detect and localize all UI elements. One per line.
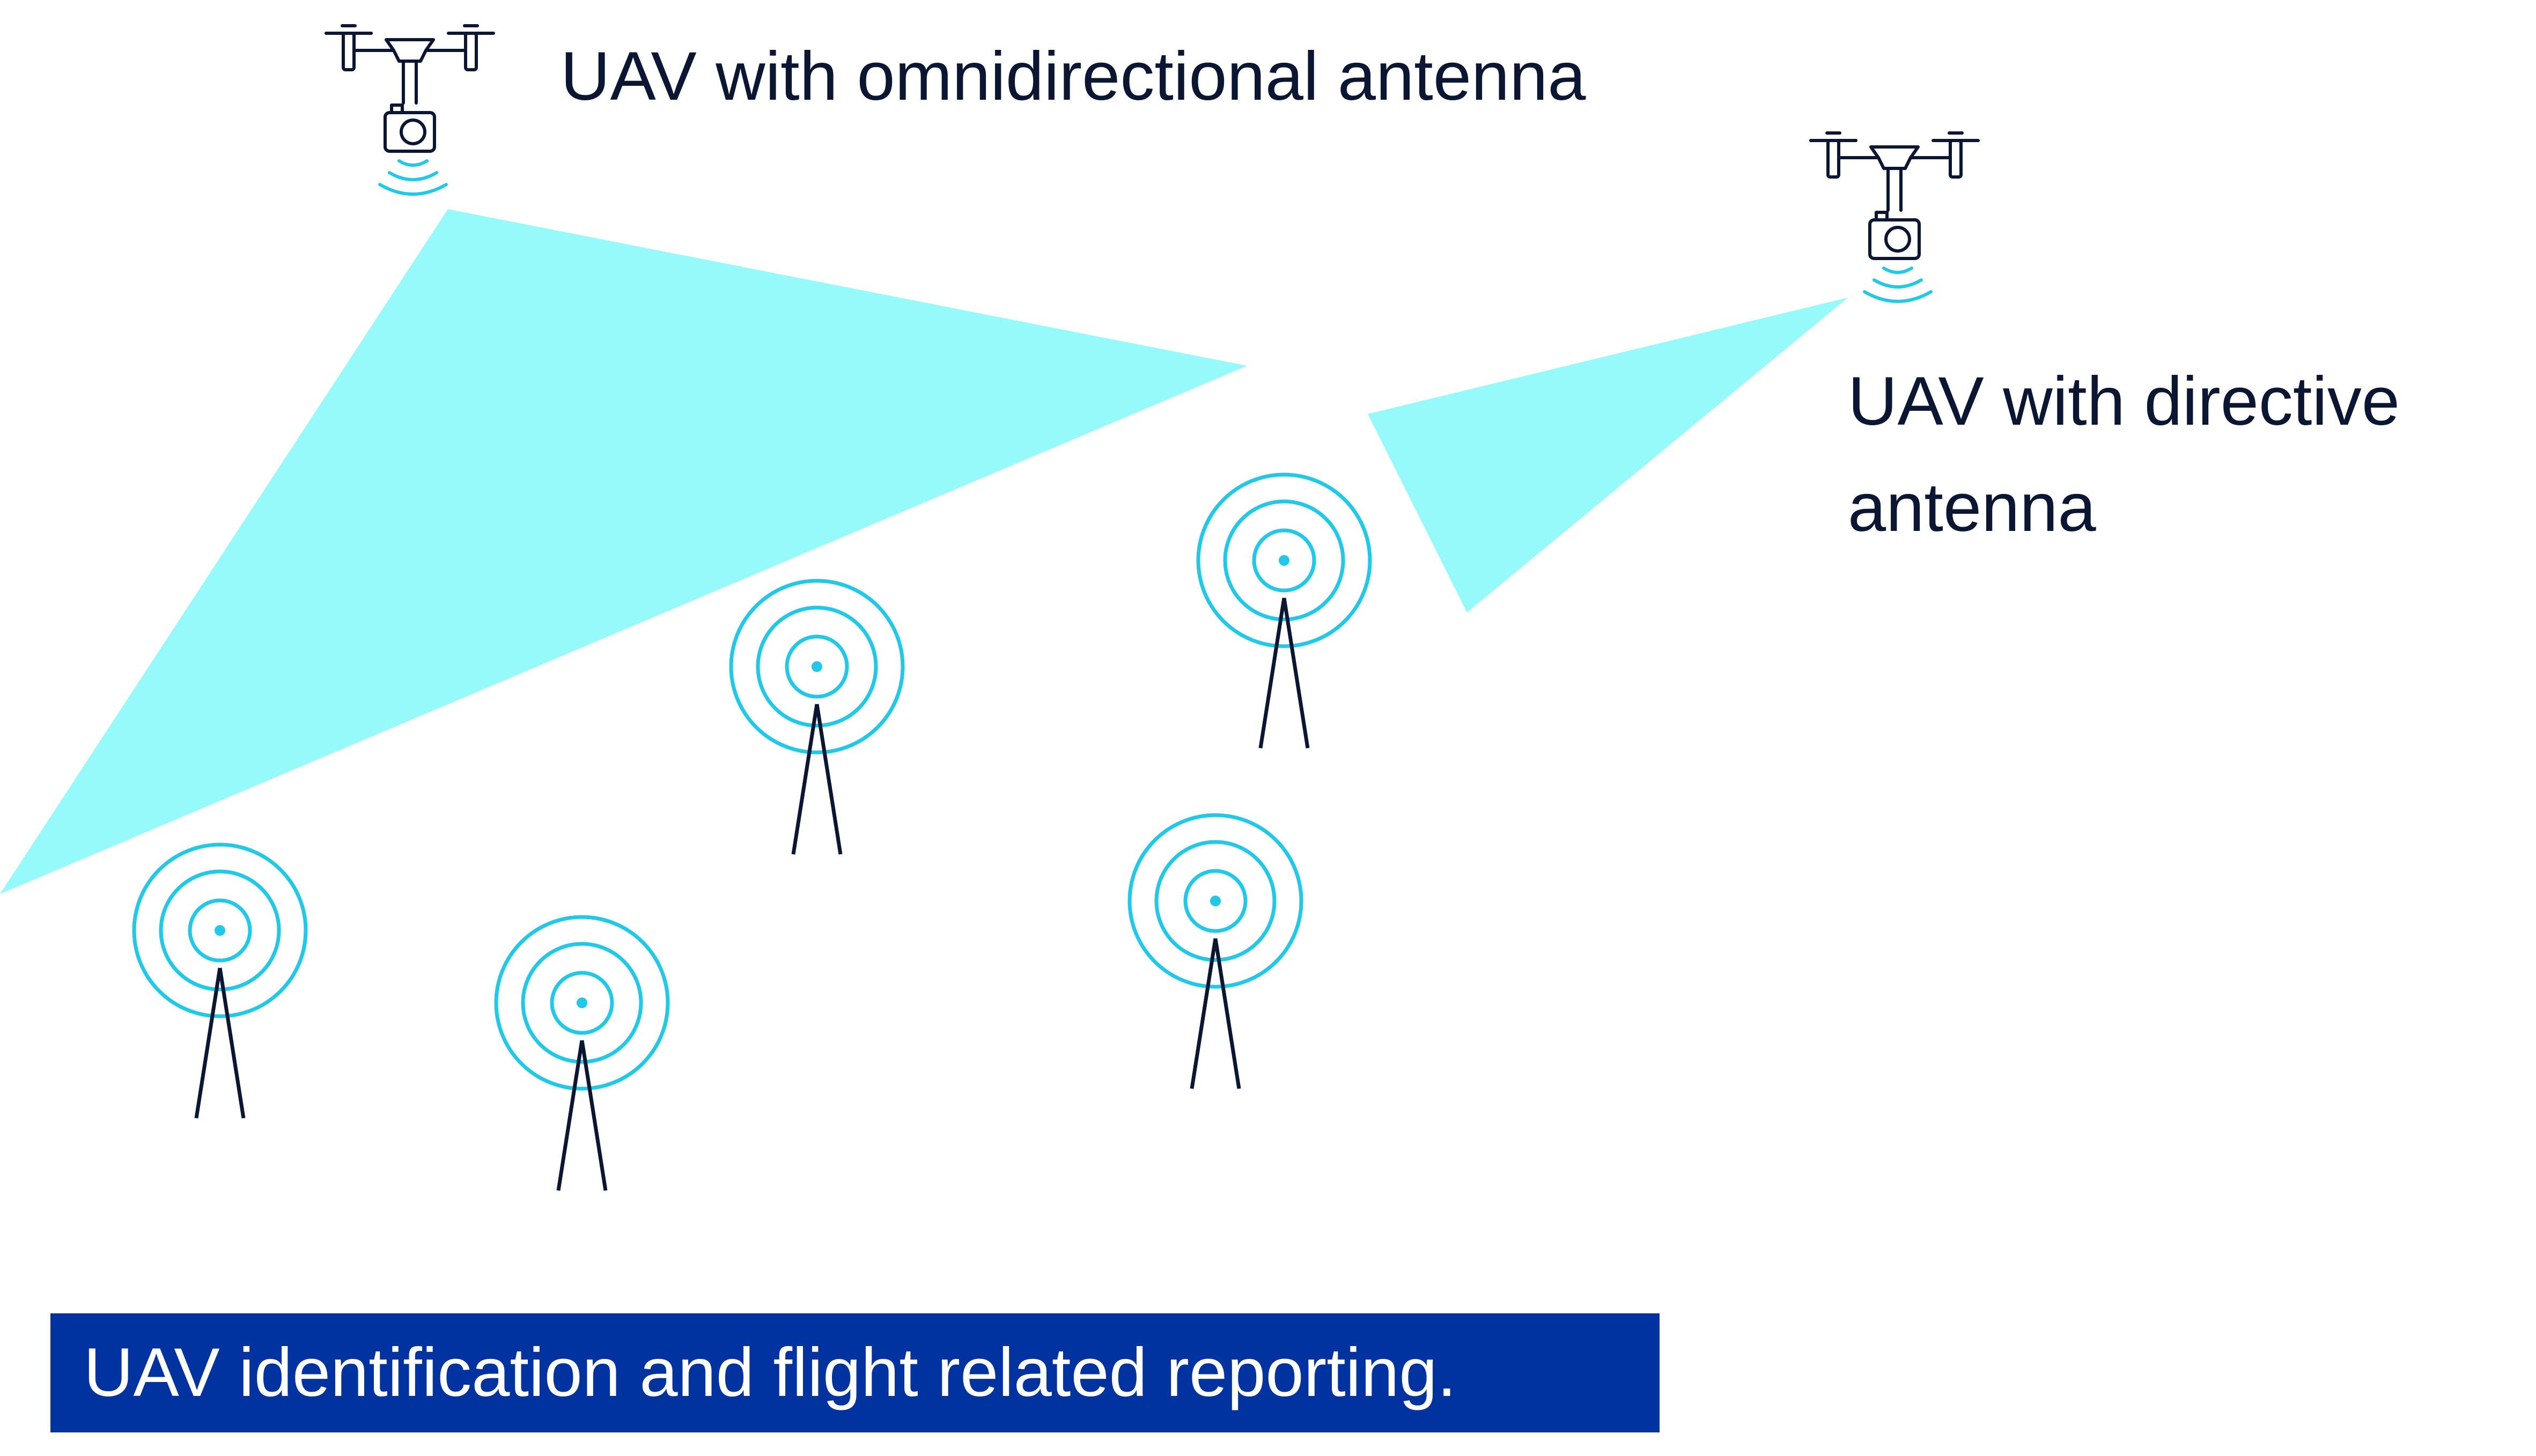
omnidirectional-coverage-beam bbox=[0, 209, 1247, 894]
ground-tower-icon bbox=[134, 845, 306, 1118]
ground-tower-icon bbox=[731, 581, 903, 854]
uav-omnidirectional-drone-icon bbox=[326, 26, 493, 194]
directive-uav-label: UAV with directive antenna bbox=[1848, 349, 2400, 561]
uav-directive-drone-icon bbox=[1811, 133, 1978, 301]
ground-tower-icon bbox=[1198, 475, 1370, 748]
omnidirectional-uav-label: UAV with omnidirectional antenna bbox=[561, 38, 1586, 115]
directive-coverage-beam bbox=[1368, 298, 1848, 612]
ground-tower-icon bbox=[1130, 815, 1301, 1089]
directive-uav-label-line-2: antenna bbox=[1848, 469, 2096, 546]
reporting-banner: UAV identification and flight related re… bbox=[50, 1313, 1660, 1432]
ground-tower-icon bbox=[496, 917, 668, 1191]
directive-uav-label-line-1: UAV with directive bbox=[1848, 363, 2400, 440]
